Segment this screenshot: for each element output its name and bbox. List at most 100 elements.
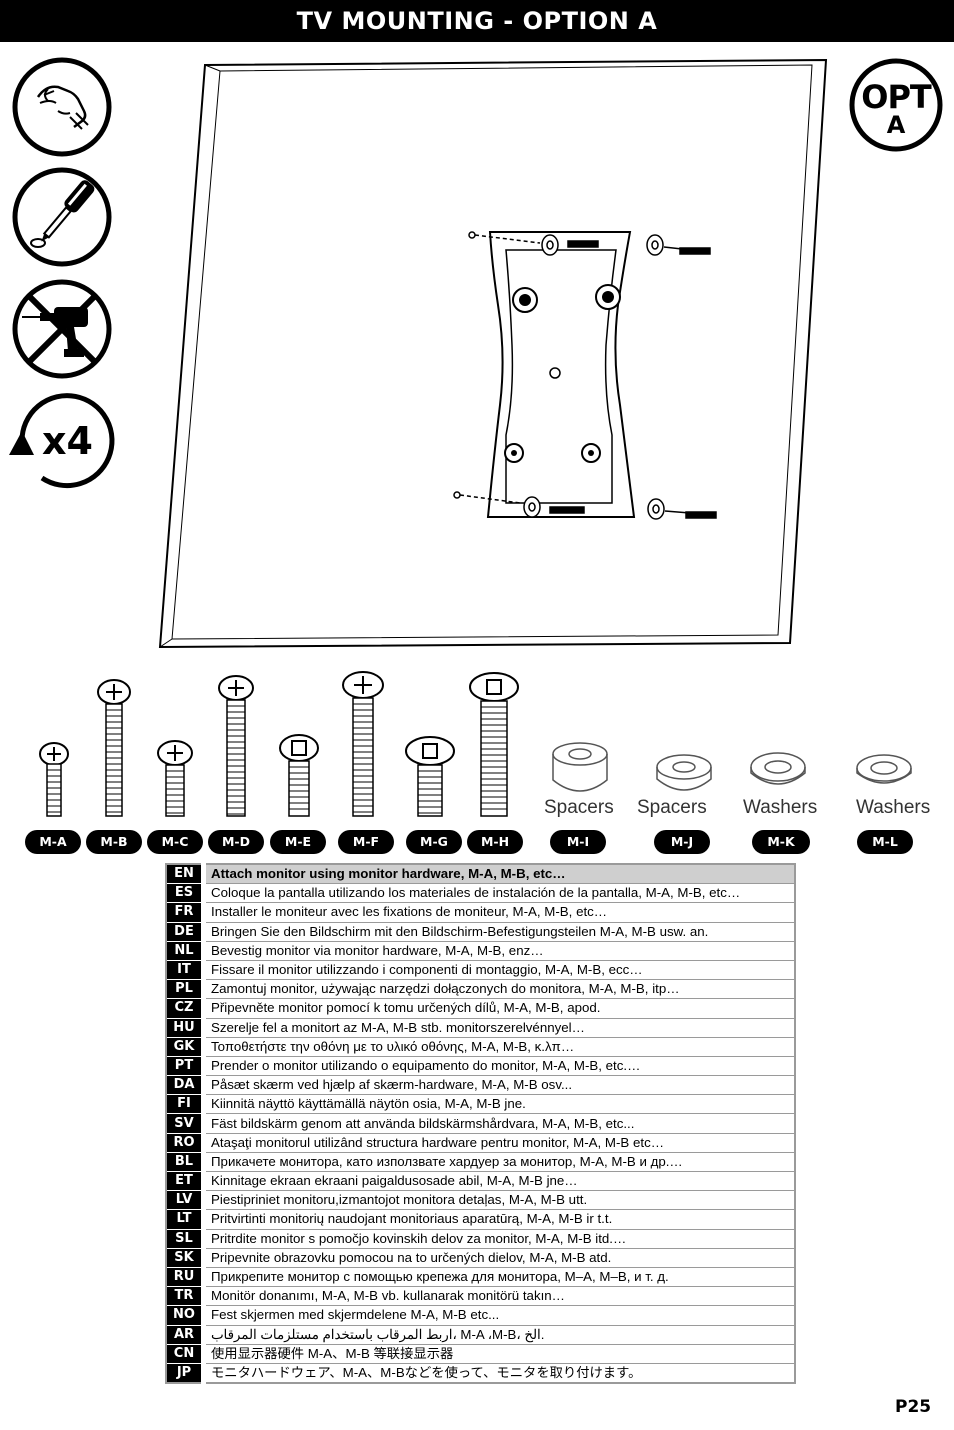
- instruction-text: Monitör donanımı, M-A, M-B vb. kullanara…: [203, 1286, 795, 1307]
- language-code: GK: [166, 1037, 206, 1057]
- badge-line2: A: [886, 111, 906, 139]
- language-code: PT: [166, 1056, 206, 1077]
- hardware-list: Spacers Spacers Washers Washers M-A M-B …: [0, 660, 954, 860]
- instruction-text: اربط المرقاب باستخدام مستلزمات المرقاب، …: [203, 1325, 795, 1345]
- vesa-plate-icon: [486, 231, 636, 518]
- instruction-text: Připevněte monitor pomocí k tomu určenýc…: [203, 998, 795, 1019]
- spacer-icon: [552, 742, 608, 792]
- hardware-code-label: M-B: [86, 830, 142, 854]
- language-code: ES: [166, 883, 206, 904]
- instruction-text: Fäst bildskärm genom att använda bildskä…: [203, 1113, 795, 1134]
- hardware-code-label: M-A: [25, 830, 81, 854]
- page-header: TV MOUNTING - OPTION A: [0, 0, 954, 42]
- language-code: RO: [166, 1133, 206, 1153]
- instruction-text: Zamontuj monitor, używając narzędzi dołą…: [203, 979, 795, 1000]
- language-code: NL: [166, 941, 206, 961]
- repeat-x4-icon: x4: [6, 385, 122, 497]
- screw-icon: [97, 679, 131, 817]
- language-code: AR: [166, 1325, 206, 1345]
- hardware-caption: Spacers: [637, 797, 707, 818]
- instruction-text: Ataşaţi monitorul utilizând structura ha…: [203, 1133, 795, 1153]
- screw-icon: [342, 671, 384, 817]
- instruction-text: Bevestig monitor via monitor hardware, M…: [203, 941, 795, 961]
- language-code: LV: [166, 1190, 206, 1211]
- language-code: RU: [166, 1267, 206, 1288]
- page-number: P25: [895, 1397, 932, 1417]
- screw-icon: [405, 736, 455, 817]
- instruction-text: Piestipriniet monitoru,izmantojot monito…: [203, 1190, 795, 1211]
- washer-icon: [750, 752, 806, 785]
- instruction-text: Prender o monitor utilizando o equipamen…: [203, 1056, 795, 1077]
- hardware-code-label: M-E: [270, 830, 326, 854]
- instruction-text: Kinnitage ekraan ekraani paigaldusosade …: [203, 1171, 795, 1192]
- tv-mounting-illustration: [158, 58, 828, 649]
- instruction-text: Påsæt skærm ved hjælp af skærm-hardware,…: [203, 1075, 795, 1096]
- washer-icon: [856, 754, 912, 784]
- option-badge: OPT A: [848, 57, 944, 153]
- hardware-code-label: M-G: [406, 830, 462, 854]
- language-code: SK: [166, 1248, 206, 1268]
- instruction-text: モニタハードウェア、M-A、M-Bなどを使って、モニタを取り付けます。: [203, 1363, 795, 1384]
- instruction-text: Τοποθετήστε την οθόνη με το υλικό οθόνης…: [203, 1037, 795, 1057]
- hardware-code-label: M-D: [208, 830, 264, 854]
- screw-icon: [157, 740, 193, 817]
- instruction-text: Fest skjermen med skjermdelene M-A, M-B …: [203, 1305, 795, 1326]
- hardware-code-label: M-C: [147, 830, 203, 854]
- badge-line1: OPT: [861, 78, 931, 116]
- language-code: BL: [166, 1152, 206, 1173]
- hardware-code-label: M-I: [550, 830, 606, 854]
- instruction-text: Attach monitor using monitor hardware, M…: [203, 864, 795, 885]
- screw-icon: [39, 742, 69, 817]
- hand-tighten-icon: [12, 57, 112, 157]
- no-power-drill-icon: [12, 279, 112, 379]
- language-code: EN: [166, 864, 206, 885]
- screw-icon: [279, 734, 319, 817]
- language-code: CZ: [166, 998, 206, 1019]
- screwdriver-icon: [12, 167, 112, 267]
- language-code: FR: [166, 902, 206, 923]
- instruction-text: 使用显示器硬件 M-A、M-B 等联接显示器: [203, 1344, 795, 1364]
- hardware-code-label: M-L: [857, 830, 913, 854]
- instruction-text: Installer le moniteur avec les fixations…: [203, 902, 795, 923]
- hardware-code-label: M-J: [654, 830, 710, 854]
- hardware-code-label: M-H: [467, 830, 523, 854]
- language-code: HU: [166, 1018, 206, 1038]
- language-code: IT: [166, 960, 206, 981]
- language-code: SL: [166, 1229, 206, 1249]
- instruction-text: Fissare il monitor utilizzando i compone…: [203, 960, 795, 981]
- language-code: NO: [166, 1305, 206, 1326]
- instruction-text: Szerelje fel a monitort az M-A, M-B stb.…: [203, 1018, 795, 1038]
- hardware-code-label: M-F: [338, 830, 394, 854]
- language-code: JP: [166, 1363, 206, 1384]
- instruction-text: Прикрепите монитор с помощью крепежа для…: [203, 1267, 795, 1288]
- instruction-text: Pritvirtinti monitorių naudojant monitor…: [203, 1209, 795, 1230]
- repeat-count: x4: [42, 419, 93, 463]
- mounting-screws-icon: [453, 231, 717, 520]
- instruction-text: Coloque la pantalla utilizando los mater…: [203, 883, 795, 904]
- repeat-arrow-icon: [9, 393, 115, 489]
- hardware-caption: Spacers: [544, 797, 614, 818]
- hardware-caption: Washers: [856, 797, 931, 818]
- instruction-text: Kiinnitä näyttö käyttämällä näytön osia,…: [203, 1094, 795, 1115]
